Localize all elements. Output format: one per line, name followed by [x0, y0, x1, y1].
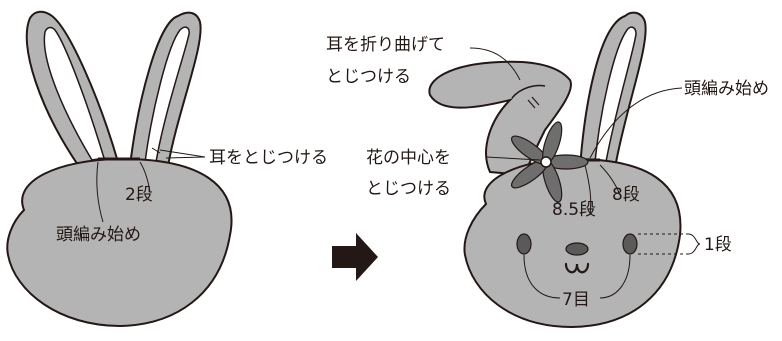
left-head-start-label: 頭編み始め	[56, 225, 141, 245]
fold-label-line2: とじつける	[326, 67, 411, 87]
left-ear-attach-leader-1	[159, 149, 206, 158]
left-head-start-leader	[96, 161, 104, 223]
nose	[565, 242, 589, 256]
stitches-7-brace	[523, 254, 631, 299]
flower	[510, 121, 589, 203]
mouth	[564, 262, 590, 274]
right-eye	[622, 233, 638, 255]
left-ear-stitch-mark	[151, 147, 161, 154]
left-rows-label: 2段	[125, 185, 153, 205]
right-rabbit: 耳を折り曲げて とじつける 頭編み始め 花の中心を とじつける 8.5段 8段 …	[326, 11, 769, 329]
flower-center	[540, 156, 552, 168]
left-rabbit: 耳をとじつける 2段 頭編み始め	[6, 10, 328, 328]
left-rows-leader	[139, 161, 151, 193]
rows-8-label: 8段	[612, 185, 640, 205]
flower-leader	[485, 156, 541, 161]
left-ear-attach-label: 耳をとじつける	[209, 148, 328, 168]
left-ear-attach-leader-2	[165, 156, 206, 159]
right-head-start-label: 頭編み始め	[684, 79, 769, 99]
stitches-7-label: 7目	[562, 290, 590, 310]
one-row-brace	[687, 233, 701, 255]
flower-label-line2: とじつける	[366, 179, 451, 199]
right-rabbit-upright-ear	[578, 11, 647, 169]
fold-leader	[469, 47, 521, 81]
left-rabbit-right-ear	[128, 11, 202, 167]
rows-8-5-leader	[584, 164, 592, 216]
left-eye	[516, 233, 532, 255]
rows-1-label: 1段	[704, 235, 732, 255]
flower-label-line1: 花の中心を	[366, 148, 451, 168]
left-rabbit-left-ear	[25, 10, 120, 170]
right-arrow-icon	[332, 233, 378, 281]
right-head-start-leader	[589, 87, 683, 159]
rows-8-5-label: 8.5段	[552, 200, 596, 220]
fold-label-line1: 耳を折り曲げて	[326, 35, 445, 55]
rows-8-leader	[599, 164, 621, 196]
